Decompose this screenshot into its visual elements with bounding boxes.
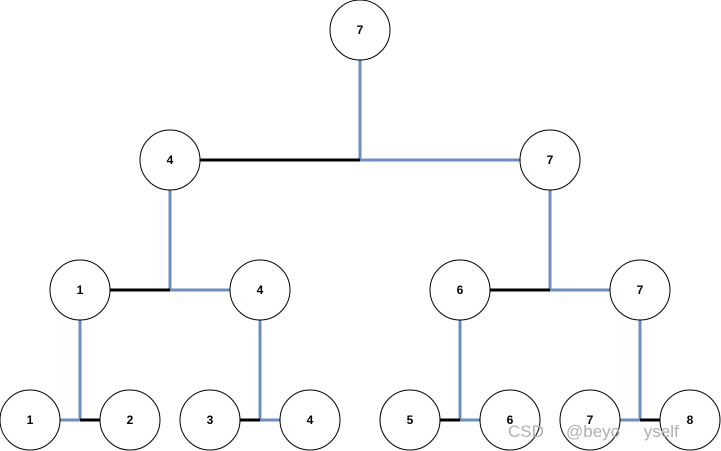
node-l2-1: 1 xyxy=(49,259,111,321)
node-label: 7 xyxy=(357,23,364,37)
node-l3-5: 5 xyxy=(379,389,441,451)
edges-l1-left xyxy=(110,190,230,292)
edges-root xyxy=(200,60,520,162)
node-label: 4 xyxy=(307,413,314,427)
node-l3-8: 8 xyxy=(659,389,721,451)
node-l2-2: 4 xyxy=(229,259,291,321)
node-label: 5 xyxy=(407,413,414,427)
node-l3-2: 2 xyxy=(99,389,161,451)
node-l3-7: 7 xyxy=(559,389,621,451)
node-label: 3 xyxy=(207,413,214,427)
node-label: 7 xyxy=(547,153,554,167)
node-l3-1: 1 xyxy=(0,389,61,451)
node-l1-left: 4 xyxy=(139,129,201,191)
node-label: 1 xyxy=(27,413,34,427)
node-l2-4: 7 xyxy=(609,259,671,321)
edges-l1-right xyxy=(490,190,610,292)
node-l3-4: 4 xyxy=(279,389,341,451)
node-l2-3: 6 xyxy=(429,259,491,321)
node-label: 6 xyxy=(507,413,514,427)
node-label: 8 xyxy=(687,413,694,427)
node-root: 7 xyxy=(329,0,391,61)
node-label: 7 xyxy=(587,413,594,427)
node-label: 4 xyxy=(167,153,174,167)
node-label: 7 xyxy=(637,283,644,297)
node-label: 2 xyxy=(127,413,134,427)
node-l3-3: 3 xyxy=(179,389,241,451)
node-label: 4 xyxy=(257,283,264,297)
node-label: 1 xyxy=(77,283,84,297)
watermark-left: CSD xyxy=(508,422,544,441)
node-l1-right: 7 xyxy=(519,129,581,191)
node-l3-6: 6 xyxy=(479,389,541,451)
node-label: 6 xyxy=(457,283,464,297)
edges-l2 xyxy=(60,320,660,422)
watermark-right: @beyo yself xyxy=(566,422,679,441)
